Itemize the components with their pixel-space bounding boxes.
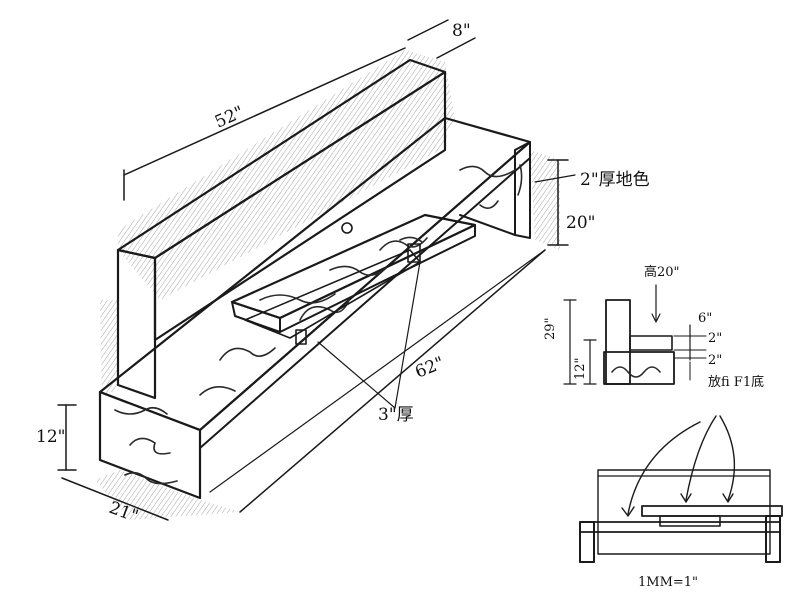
detail-total-height: 29" — [543, 317, 558, 340]
side-view-detail — [563, 284, 707, 385]
section-scale: 1MM=1" — [638, 575, 698, 590]
dim-diagonal-length: 62" — [412, 353, 447, 383]
pencil-shading — [95, 50, 560, 520]
detail-gap-upper: 2" — [708, 331, 722, 346]
dimension-lines — [57, 19, 576, 521]
dim-top-depth: 8" — [452, 21, 471, 41]
dim-right-height: 20" — [566, 213, 595, 233]
dim-long-length: 52" — [212, 102, 247, 132]
dim-board-thickness: 3"厚 — [378, 405, 414, 425]
detail-lower-height: 12" — [573, 357, 588, 380]
section-detail — [579, 415, 783, 563]
lower-plank — [98, 116, 532, 500]
detail-gap-lower: 2" — [708, 353, 722, 368]
detail-height-note: 高20" — [644, 264, 680, 280]
section-callout: 放fi F1底 — [708, 374, 764, 390]
dim-left-height: 12" — [36, 427, 65, 447]
detail-seat-width: 6" — [698, 311, 712, 326]
dim-finish-note: 2"厚地色 — [580, 170, 650, 190]
